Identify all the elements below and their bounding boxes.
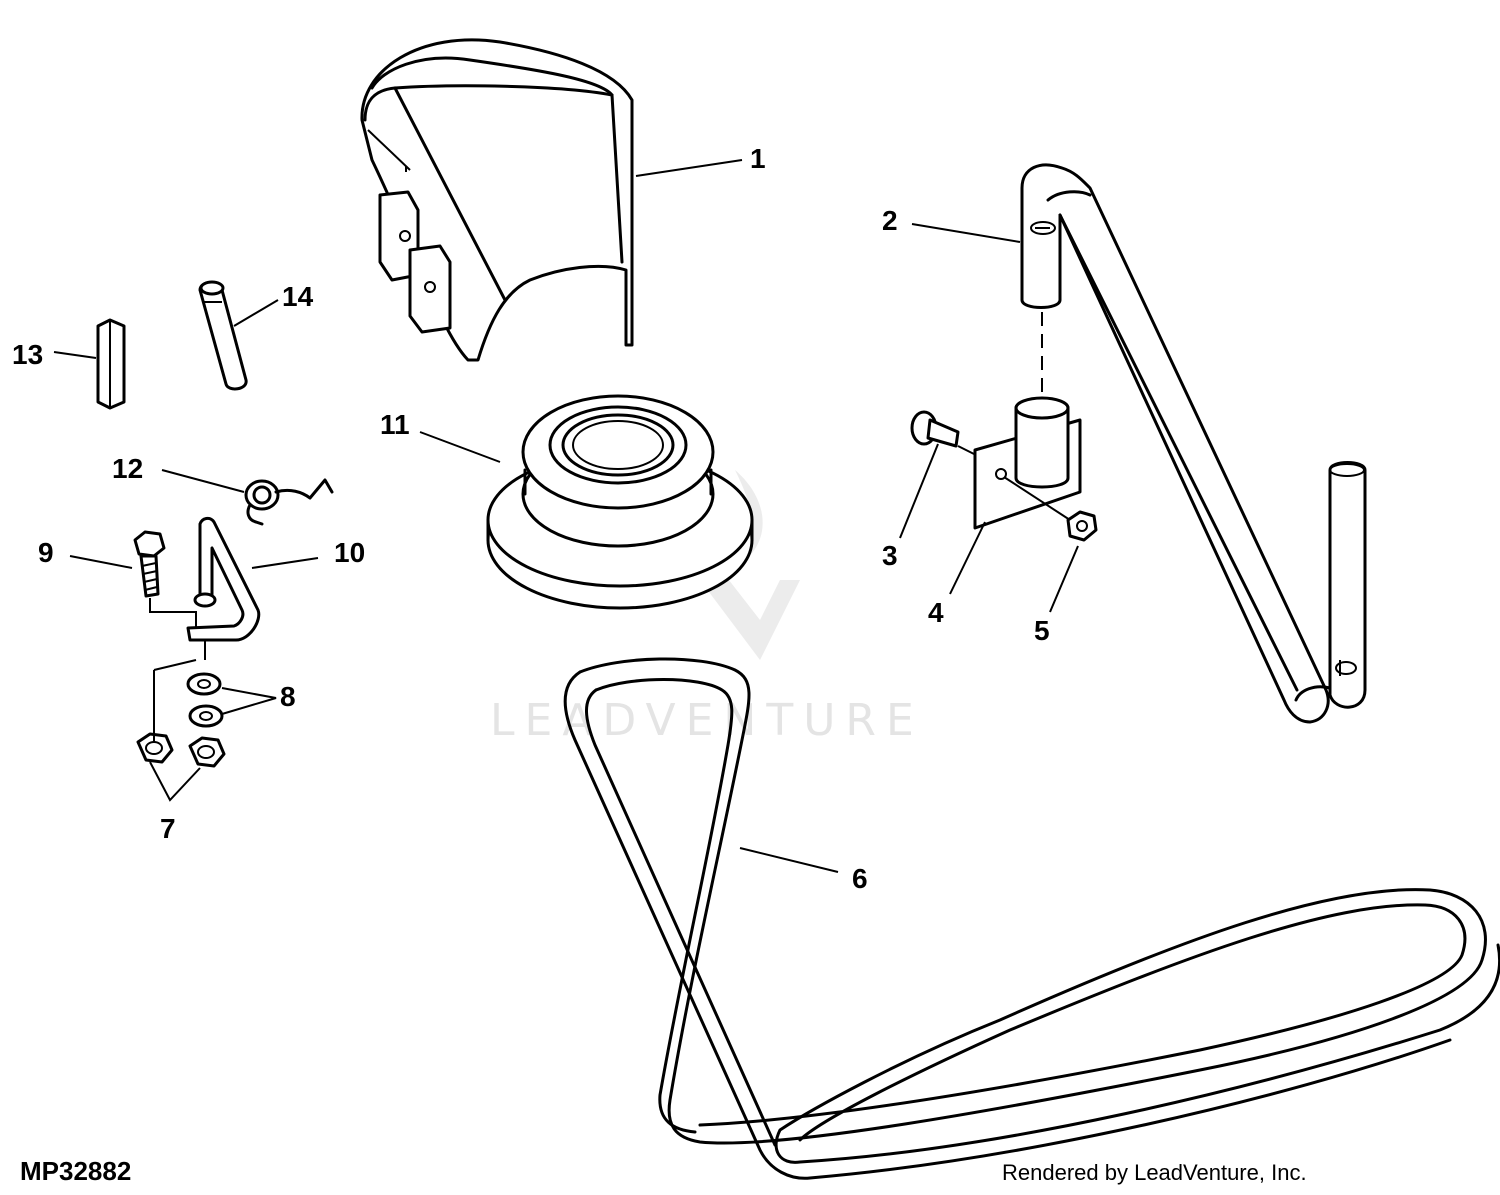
callout-12: 12 bbox=[112, 453, 143, 484]
callout-1: 1 bbox=[750, 143, 766, 174]
callout-8: 8 bbox=[280, 681, 296, 712]
callout-14: 14 bbox=[282, 281, 314, 312]
part-7-flange-nuts bbox=[136, 732, 226, 768]
callout-11: 11 bbox=[380, 409, 410, 440]
callout-4: 4 bbox=[928, 597, 944, 628]
callout-5: 5 bbox=[1034, 615, 1050, 646]
watermark-logo bbox=[700, 470, 800, 660]
part-5-nut bbox=[1066, 510, 1098, 542]
part-6-v-belt bbox=[563, 657, 1500, 1180]
leader-lines bbox=[53, 159, 1079, 873]
callout-13: 13 bbox=[12, 339, 43, 370]
part-12-torsion-spring bbox=[244, 478, 334, 526]
figure-id: MP32882 bbox=[20, 1156, 131, 1186]
part-13-hex-shaft bbox=[96, 318, 126, 410]
watermark: LEADVENTURE bbox=[490, 470, 924, 746]
part-4-pivot-bracket bbox=[973, 396, 1082, 530]
watermark-text: LEADVENTURE bbox=[490, 695, 924, 746]
part-10-bracket-rod bbox=[153, 516, 261, 742]
callout-7: 7 bbox=[160, 813, 176, 844]
part-9-hex-bolt bbox=[133, 530, 197, 628]
part-2-idler-arm bbox=[1020, 163, 1367, 724]
callout-10: 10 bbox=[334, 537, 365, 568]
part-1-belt-guard bbox=[360, 38, 634, 362]
part-11-pulley bbox=[486, 394, 754, 610]
part-8-washers bbox=[186, 672, 224, 728]
callout-3: 3 bbox=[882, 540, 898, 571]
render-credit: Rendered by LeadVenture, Inc. bbox=[1002, 1160, 1307, 1185]
part-14-pin bbox=[198, 280, 248, 391]
callout-labels: 1 2 3 4 5 6 7 8 9 10 11 12 13 14 bbox=[12, 143, 1050, 894]
callout-9: 9 bbox=[38, 537, 54, 568]
callout-6: 6 bbox=[852, 863, 868, 894]
callout-2: 2 bbox=[882, 205, 898, 236]
